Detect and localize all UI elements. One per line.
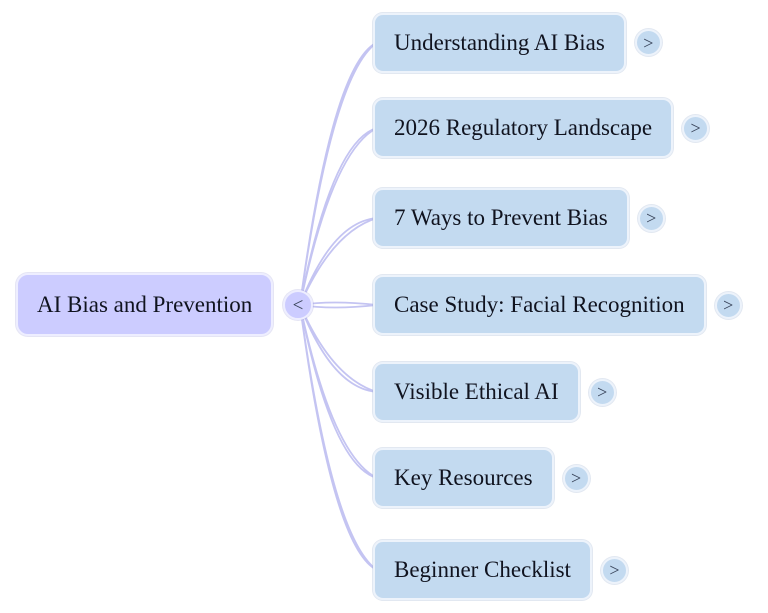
child-node[interactable]: 2026 Regulatory Landscape [373, 98, 674, 158]
child-node-label: Key Resources [394, 465, 533, 490]
collapse-button[interactable]: < [283, 290, 313, 320]
child-node-label: 2026 Regulatory Landscape [394, 115, 653, 140]
child-row: 2026 Regulatory Landscape > [373, 98, 710, 158]
edge [299, 41, 378, 306]
child-node-label: Case Study: Facial Recognition [394, 292, 685, 317]
child-node[interactable]: Key Resources [373, 448, 554, 508]
expand-button[interactable]: > [637, 204, 665, 232]
child-row: Visible Ethical AI > [373, 362, 616, 422]
child-row: Key Resources > [373, 448, 590, 508]
child-node[interactable]: Understanding AI Bias [373, 12, 626, 73]
child-node-label: 7 Ways to Prevent Bias [394, 205, 608, 230]
expand-button[interactable]: > [634, 29, 662, 56]
expand-button[interactable]: > [600, 556, 628, 584]
child-node[interactable]: Visible Ethical AI [373, 362, 580, 422]
expand-button[interactable]: > [562, 464, 590, 492]
child-row: Beginner Checklist > [373, 540, 628, 600]
child-node[interactable]: 7 Ways to Prevent Bias [373, 188, 629, 248]
child-row: Case Study: Facial Recognition > [373, 275, 742, 335]
child-node-label: Visible Ethical AI [394, 379, 559, 404]
child-node[interactable]: Case Study: Facial Recognition [373, 275, 706, 335]
expand-button[interactable]: > [588, 378, 616, 406]
root-node-label: AI Bias and Prevention [37, 291, 253, 317]
child-node[interactable]: Beginner Checklist [373, 540, 592, 600]
child-node-label: Beginner Checklist [394, 557, 571, 582]
root-node[interactable]: AI Bias and Prevention [16, 273, 274, 336]
child-row: Understanding AI Bias > [373, 12, 662, 73]
child-row: 7 Ways to Prevent Bias > [373, 188, 665, 248]
expand-button[interactable]: > [714, 291, 742, 319]
child-node-label: Understanding AI Bias [394, 29, 605, 55]
expand-button[interactable]: > [682, 114, 710, 142]
